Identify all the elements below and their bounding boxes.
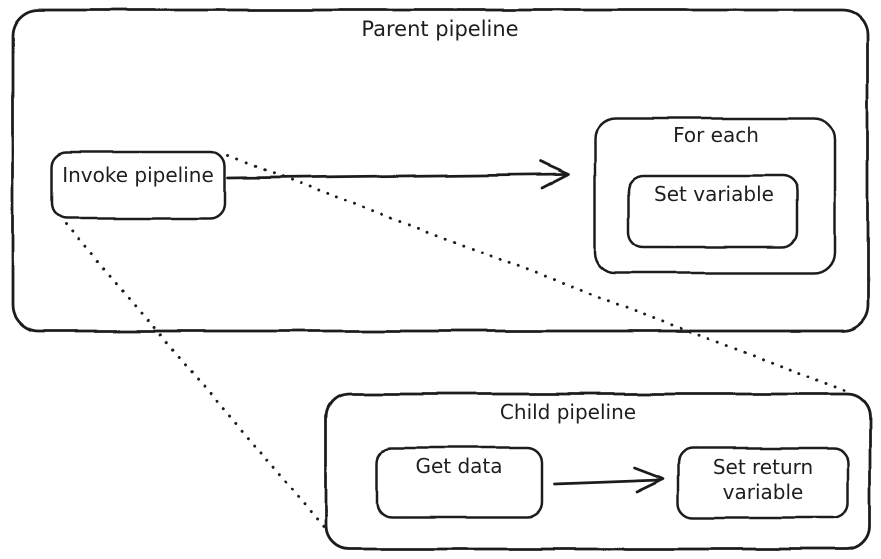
get-data-label: Get data [415,454,502,478]
invoke-to-foreach-arrow [226,159,571,190]
get-data-node [375,446,544,519]
for-each-container [593,116,837,275]
set-return-variable-label-line1: Set return [713,455,813,479]
parent-pipeline-title: Parent pipeline [361,17,518,41]
child-pipeline-container [324,392,872,551]
set-variable-label: Set variable [654,182,774,206]
for-each-label: For each [673,123,759,147]
invoke-to-child-dotted-link-bottom [64,222,326,529]
parent-pipeline-container [11,8,870,333]
invoke-pipeline-node [50,150,227,220]
invoke-pipeline-label: Invoke pipeline [62,163,214,187]
set-variable-node [627,174,799,249]
child-pipeline-title: Child pipeline [500,400,636,424]
set-return-variable-node [676,446,850,520]
set-return-variable-label: Set return variable [713,455,813,504]
set-return-variable-label-line2: variable [723,480,804,504]
getdata-to-setreturn-arrow [553,466,665,494]
invoke-to-child-dotted-link-top [226,154,851,394]
